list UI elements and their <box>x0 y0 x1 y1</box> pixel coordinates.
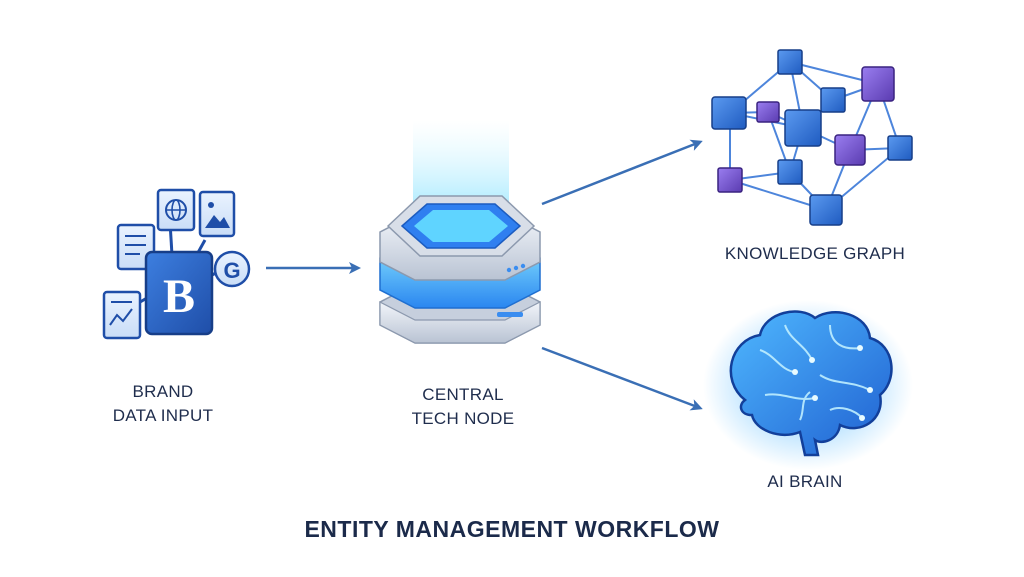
graph-node-cubes <box>711 49 913 226</box>
flow-arrows <box>266 139 703 411</box>
brand-data-input-icon: B G <box>102 188 251 340</box>
knowledge-graph-label: KNOWLEDGE GRAPH <box>724 244 906 263</box>
central-label-line1: CENTRAL <box>422 385 504 404</box>
image-document-icon <box>198 190 236 238</box>
brand-data-input-label: BRAND DATA INPUT <box>93 380 233 428</box>
arrow-central-to-knowledge-graph <box>541 139 703 206</box>
ai-brain-label: AI BRAIN <box>767 472 843 491</box>
brand-label-line2: DATA INPUT <box>112 406 214 425</box>
knowledge-graph-icon <box>711 49 913 226</box>
g-badge-icon: G <box>213 250 251 288</box>
chart-document-icon <box>102 290 142 340</box>
brand-logo-icon: B <box>144 250 214 336</box>
svg-text:B: B <box>163 270 195 323</box>
central-tech-node-icon <box>379 120 541 344</box>
ai-brain-icon <box>703 300 913 470</box>
central-label-line2: TECH NODE <box>411 409 515 428</box>
diagram-title: ENTITY MANAGEMENT WORKFLOW <box>304 516 720 542</box>
svg-text:G: G <box>223 258 240 283</box>
arrow-central-to-ai-brain <box>541 346 703 411</box>
central-tech-node-label: CENTRAL TECH NODE <box>383 383 543 431</box>
brand-label-line1: BRAND <box>132 382 194 401</box>
globe-document-icon <box>156 188 196 232</box>
